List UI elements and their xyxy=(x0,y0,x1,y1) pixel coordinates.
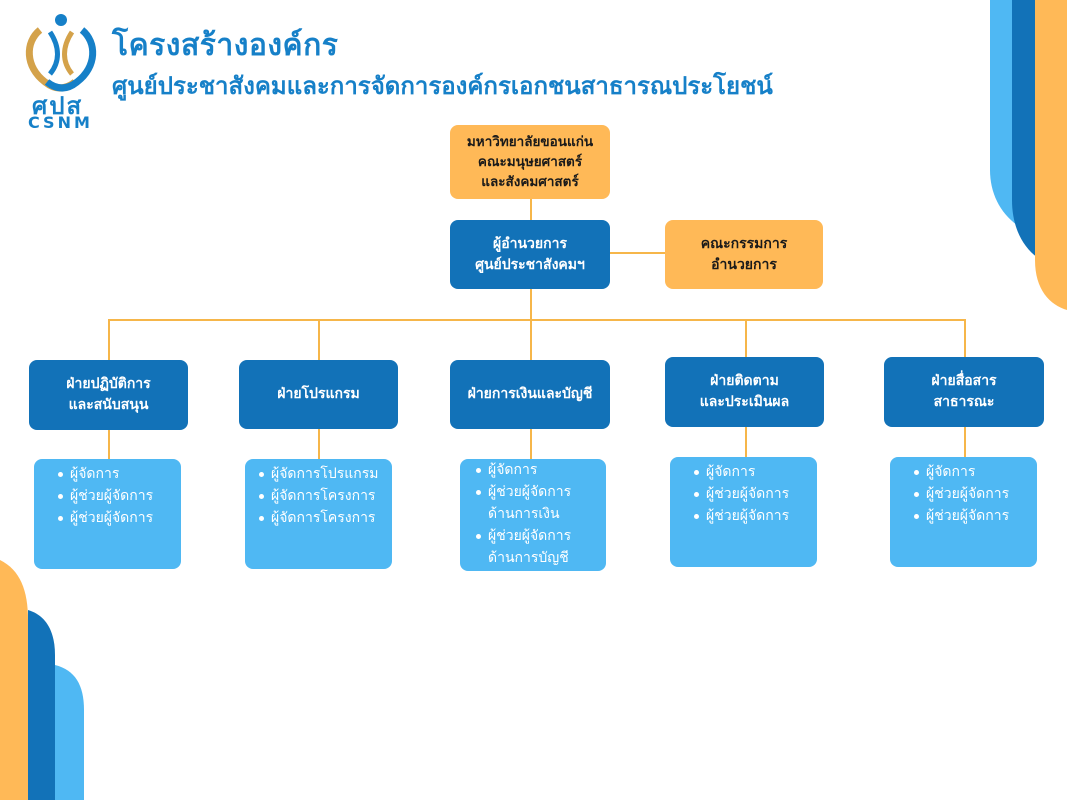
connector-director-to-committee xyxy=(610,252,666,254)
connector-dept-3-to-roles xyxy=(530,428,532,460)
connector-dept-1-to-roles xyxy=(108,428,110,460)
logo-english-text: CSNM xyxy=(28,113,93,132)
department-line-2: สาธารณะ xyxy=(933,394,995,410)
department-line-1: ฝ่ายโปรแกรม xyxy=(277,386,360,402)
committee-box: คณะกรรมการ อำนวยการ xyxy=(665,220,823,289)
department-communication-box: ฝ่ายสื่อสาร สาธารณะ xyxy=(884,357,1044,427)
connector-dept-4-to-roles xyxy=(745,426,747,458)
director-line-2: ศูนย์ประชาสังคมฯ xyxy=(475,256,585,273)
role-item: ผู้ช่วยผู้จัดการ xyxy=(914,505,1029,527)
connector-bus-to-dept-3 xyxy=(530,319,532,361)
connector-bus-to-dept-1 xyxy=(108,319,110,361)
department-monitoring-box: ฝ่ายติดตาม และประเมินผล xyxy=(665,357,824,427)
role-item: ผู้จัดการโครงการ xyxy=(259,485,384,507)
corner-decoration-bottom-left xyxy=(0,560,84,800)
committee-line-1: คณะกรรมการ xyxy=(700,235,788,252)
connector-bus-to-dept-4 xyxy=(745,319,747,361)
role-item: ผู้จัดการ xyxy=(476,459,598,481)
university-line-2: คณะมนุษยศาสตร์ xyxy=(477,153,583,170)
role-item: ผู้จัดการโครงการ xyxy=(259,507,384,529)
roles-monitoring: ผู้จัดการ ผู้ช่วยผู้จัดการ ผู้ช่วยผู้จัด… xyxy=(670,457,817,567)
role-item: ผู้ช่วยผู้จัดการ xyxy=(694,483,809,505)
role-item: ผู้ช่วยผู้จัดการ ด้านการเงิน xyxy=(476,481,598,525)
director-box: ผู้อำนวยการ ศูนย์ประชาสังคมฯ xyxy=(450,220,610,289)
connector-horizontal-bus xyxy=(108,319,966,321)
roles-communication: ผู้จัดการ ผู้ช่วยผู้จัดการ ผู้ช่วยผู้จัด… xyxy=(890,457,1037,567)
connector-bus-to-dept-2 xyxy=(318,319,320,361)
department-operations-box: ฝ่ายปฏิบัติการ และสนับสนุน xyxy=(29,360,188,430)
role-item: ผู้ช่วยผู้จัดการ xyxy=(694,505,809,527)
corner-decoration-top-right xyxy=(990,0,1067,310)
university-box: มหาวิทยาลัยขอนแก่น คณะมนุษยศาสตร์ และสัง… xyxy=(450,125,610,199)
connector-bus-to-dept-5 xyxy=(964,319,966,361)
department-program-box: ฝ่ายโปรแกรม xyxy=(239,360,398,429)
roles-finance: ผู้จัดการ ผู้ช่วยผู้จัดการ ด้านการเงิน ผ… xyxy=(460,459,606,571)
connector-dept-2-to-roles xyxy=(318,428,320,460)
roles-operations: ผู้จัดการ ผู้ช่วยผู้จัดการ ผู้ช่วยผู้จัด… xyxy=(34,459,181,569)
role-item: ผู้จัดการโปรแกรม xyxy=(259,463,384,485)
department-line-1: ฝ่ายปฏิบัติการ xyxy=(66,376,151,392)
university-line-3: และสังคมศาสตร์ xyxy=(481,174,579,191)
page-subtitle: ศูนย์ประชาสังคมและการจัดการองค์กรเอกชนสา… xyxy=(112,72,773,100)
role-item: ผู้ช่วยผู้จัดการ xyxy=(58,507,173,529)
role-item: ผู้ช่วยผู้จัดการ xyxy=(58,485,173,507)
connector-director-to-bus xyxy=(530,288,532,320)
department-line-2: และสนับสนุน xyxy=(68,397,149,413)
department-line-1: ฝ่ายติดตาม xyxy=(710,373,779,389)
connector-top-to-director xyxy=(530,197,532,221)
role-item: ผู้จัดการ xyxy=(914,461,1029,483)
role-item: ผู้จัดการ xyxy=(58,463,173,485)
department-finance-box: ฝ่ายการเงินและบัญชี xyxy=(450,360,610,429)
role-item: ผู้ช่วยผู้จัดการ ด้านการบัญชี xyxy=(476,525,598,569)
logo-thai-text: ศปส xyxy=(32,92,84,120)
committee-line-2: อำนวยการ xyxy=(711,256,777,273)
roles-program: ผู้จัดการโปรแกรม ผู้จัดการโครงการ ผู้จัด… xyxy=(245,459,392,569)
department-line-1: ฝ่ายการเงินและบัญชี xyxy=(467,386,593,402)
page-title: โครงสร้างองค์กร xyxy=(112,28,339,63)
department-line-1: ฝ่ายสื่อสาร xyxy=(931,373,997,389)
department-line-2: และประเมินผล xyxy=(699,394,790,410)
connector-dept-5-to-roles xyxy=(964,426,966,458)
role-item: ผู้จัดการ xyxy=(694,461,809,483)
director-line-1: ผู้อำนวยการ xyxy=(493,235,567,252)
university-line-1: มหาวิทยาลัยขอนแก่น xyxy=(466,133,594,150)
role-item: ผู้ช่วยผู้จัดการ xyxy=(914,483,1029,505)
csnm-logo xyxy=(25,14,97,92)
